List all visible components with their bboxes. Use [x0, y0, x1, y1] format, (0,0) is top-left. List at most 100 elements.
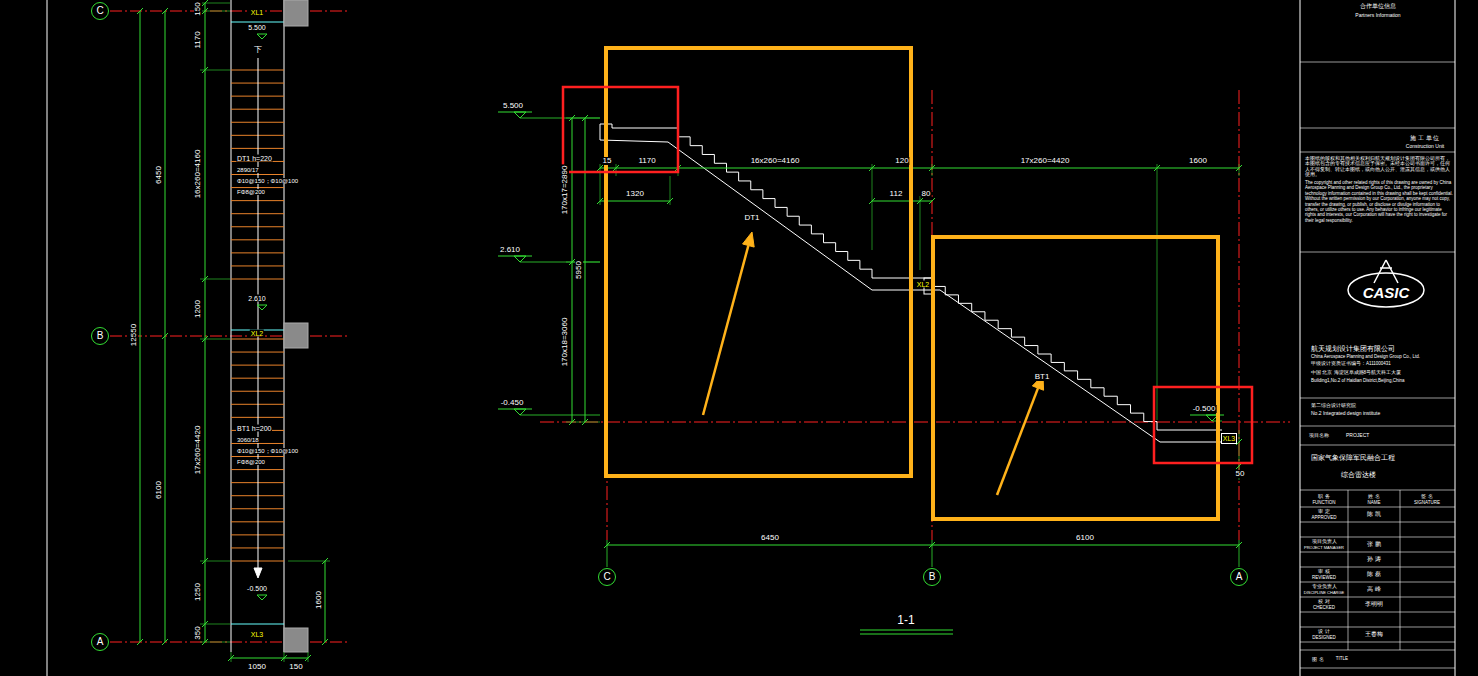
- table-cell: 审 核: [1317, 569, 1330, 574]
- landing-edge: [231, 22, 284, 23]
- section-caption: 1-1: [895, 614, 916, 626]
- highlight-box: [1154, 387, 1252, 463]
- dimension-tick: [322, 639, 328, 645]
- axis-label: A: [1236, 572, 1243, 582]
- dimension-text: 16x260=4160: [750, 157, 801, 165]
- dimension-line: [325, 561, 326, 642]
- level-mark: [257, 34, 267, 39]
- title-block-rule: [1300, 522, 1455, 523]
- table-cell: 图 名: [1311, 657, 1324, 662]
- title-block-rule: [1300, 62, 1455, 63]
- dimension-line: [607, 545, 1239, 546]
- level-extension: [520, 118, 600, 119]
- dimension-text: 170x18=3060: [561, 317, 569, 368]
- extension-line: [200, 642, 230, 643]
- table-cell: DISCIPLINE CHARGE: [1303, 591, 1345, 595]
- level-text: 5.500: [247, 24, 267, 31]
- table-cell: 李明明: [1364, 602, 1384, 608]
- title-block-rule: [1300, 537, 1455, 538]
- beam-tag: XL3: [250, 631, 264, 638]
- table-cell: SIGNATURE: [1413, 500, 1441, 505]
- dimension-text: 80: [921, 190, 932, 198]
- table-cell: 校 对: [1317, 599, 1330, 604]
- dimension-text: 17x260=4420: [194, 425, 202, 476]
- table-cell: 王春梅: [1364, 632, 1384, 638]
- title-block-text: 合作单位信息: [1359, 3, 1397, 9]
- dimension-tick: [137, 8, 143, 14]
- title-block-rule: [1300, 252, 1455, 253]
- rebar-note: FΦ8@200: [236, 189, 266, 195]
- dimension-text: 150: [194, 1, 202, 16]
- title-block-rule: [1300, 426, 1455, 427]
- extension-line: [308, 652, 309, 662]
- table-cell: TITLE: [1335, 657, 1349, 662]
- dimension-tick: [582, 115, 588, 121]
- axis-line: [540, 422, 1290, 423]
- pointer-arrow: [997, 388, 1038, 495]
- project-name: 综合雷达楼: [1340, 471, 1377, 478]
- dimension-text: 1600: [1188, 157, 1208, 165]
- dimension-text: 6100: [155, 480, 163, 500]
- table-cell: 陈 凯: [1366, 512, 1382, 518]
- extension-line: [616, 164, 617, 176]
- table-cell: CHECKED: [1312, 606, 1336, 611]
- table-cell: APPROVED: [1310, 516, 1337, 521]
- dimension-text: 1170: [194, 30, 202, 49]
- company-logo: CASIC: [1362, 285, 1411, 300]
- logo-ring: [1348, 273, 1424, 307]
- stair-note: DT1 h=220: [236, 155, 273, 162]
- column: [284, 323, 308, 348]
- stair-note: 3060/18: [236, 437, 260, 443]
- dimension-text: 1600: [315, 590, 323, 610]
- table-cell: 签 名: [1420, 493, 1433, 498]
- dimension-line: [572, 118, 573, 422]
- level-text: 2.610: [247, 295, 267, 302]
- walk-line: [258, 58, 259, 570]
- extension-line: [231, 652, 232, 662]
- title-block-rule: [1300, 567, 1455, 568]
- title-block-rule: [1300, 152, 1455, 153]
- dimension-text: 170x17=2890: [561, 165, 569, 216]
- level-mark: [514, 256, 526, 262]
- dimension-line: [600, 168, 1239, 169]
- stair-note: BT1 h=200: [236, 425, 272, 432]
- dimension-text: 50: [1235, 470, 1246, 478]
- axis-label: C: [96, 6, 103, 16]
- dimension-line: [165, 11, 166, 642]
- level-text: -0.450: [500, 399, 525, 407]
- dimension-text: 6450: [760, 534, 780, 542]
- level-text: -0.500: [1192, 405, 1217, 413]
- dimension-tick: [929, 198, 935, 204]
- table-cell: FUNCTION: [1311, 500, 1336, 505]
- title-block-rule: [1300, 612, 1455, 613]
- dimension-text: 1250: [194, 582, 202, 602]
- extension-line: [200, 339, 230, 340]
- title-block-rule: [1300, 490, 1455, 491]
- title-block-rule: [1300, 668, 1455, 669]
- title-block-rule: [1300, 445, 1455, 446]
- dimension-tick: [137, 639, 143, 645]
- dimension-tick: [162, 8, 168, 14]
- beam-tag-box: XL3: [1221, 433, 1237, 444]
- axis-bubble: B: [91, 327, 109, 345]
- rebar-note: Φ10@150；Φ10@100: [236, 448, 299, 454]
- stair-tag: BT1: [1034, 373, 1051, 381]
- extension-line: [670, 176, 671, 205]
- table-cell: DESIGNED: [1311, 636, 1337, 641]
- extension-line: [566, 262, 600, 263]
- extension-line: [566, 118, 600, 119]
- dimension-line: [872, 201, 932, 202]
- level-text: -0.500: [246, 585, 268, 592]
- table-cell: 陈 磊: [1366, 572, 1382, 578]
- extension-line: [872, 164, 873, 176]
- title-block-rule: [1300, 650, 1455, 651]
- level-mark: [257, 305, 267, 310]
- dimension-text: 150: [288, 663, 303, 671]
- level-extension: [520, 262, 600, 263]
- dimension-text: 6100: [1075, 534, 1095, 542]
- extension-line: [200, 11, 230, 12]
- extension-line: [1239, 164, 1240, 176]
- column: [284, 0, 308, 26]
- copyright-note: The copyright and other related rights o…: [1304, 180, 1454, 223]
- table-cell: 专业负责人: [1311, 584, 1338, 589]
